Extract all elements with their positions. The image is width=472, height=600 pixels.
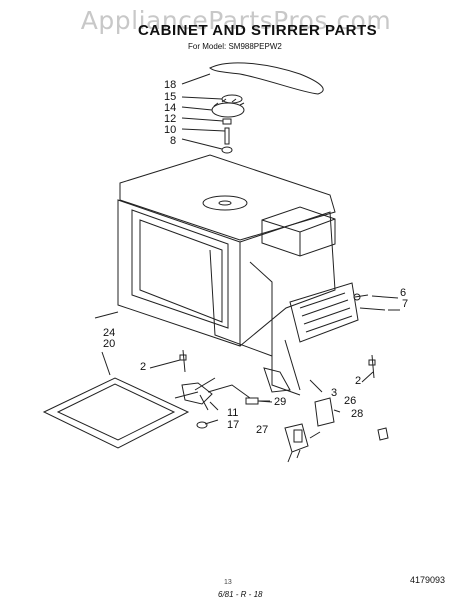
shaft-part [224, 127, 230, 145]
relay-part [284, 423, 309, 463]
screw-part [354, 294, 386, 311]
part-label: 8 [170, 135, 177, 147]
stirrer-fan [181, 382, 213, 405]
part-label: 29 [274, 396, 287, 408]
model-subtitle: For Model: SM988PEPW2 [188, 42, 282, 51]
part-label: 20 [103, 338, 116, 350]
site-watermark: AppliancePartsPros.com [80, 6, 392, 35]
part-label: 12 [164, 113, 177, 125]
page-title: CABINET AND STIRRER PARTS [138, 22, 378, 39]
page-number: 13 [224, 579, 232, 586]
part-label: 17 [227, 419, 240, 431]
part-label: 28 [351, 408, 364, 420]
part-label: 6 [400, 287, 407, 299]
handwritten-note: 6/81 - R - 18 [218, 590, 263, 599]
belt-part [209, 62, 324, 95]
part-label: 24 [103, 327, 116, 339]
switch-part [314, 397, 335, 427]
part-label: 10 [164, 124, 177, 136]
part-label: 7 [402, 298, 409, 310]
nut-part [196, 421, 208, 429]
bearing-part [222, 118, 232, 125]
document-number: 4179093 [410, 575, 446, 585]
rod-part [94, 311, 119, 319]
part-label: 2 [140, 361, 147, 373]
stirrer-blade-part [211, 102, 245, 118]
part-label: 3 [331, 387, 338, 399]
clip-part [377, 427, 389, 441]
cabinet-top [119, 154, 336, 241]
fitting-part [245, 397, 259, 405]
part-label: 14 [164, 102, 177, 114]
transformer-block [261, 206, 336, 257]
washer-part [221, 146, 233, 154]
screw-part-right [371, 354, 375, 379]
screw-part-left [182, 349, 186, 373]
part-label: 15 [164, 91, 177, 103]
part-label: 11 [227, 407, 239, 419]
part-label: 27 [256, 424, 269, 436]
bracket-part [263, 367, 291, 393]
part-label: 18 [164, 79, 177, 91]
part-label: 2 [355, 375, 362, 387]
cabinet-side [239, 211, 336, 347]
part-label: 26 [344, 395, 357, 407]
vent-plate [289, 282, 359, 343]
glass-tray [42, 377, 190, 449]
